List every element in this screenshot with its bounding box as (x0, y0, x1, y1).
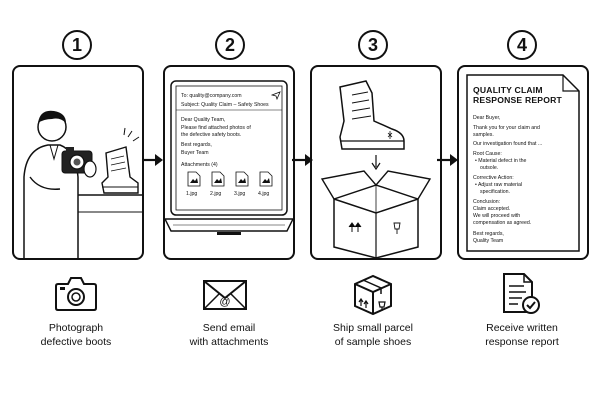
caption-step-1: Photograph defective boots (6, 321, 146, 349)
caption-line-1: Photograph (48, 322, 104, 334)
report-thanks-line-2: samples. (473, 132, 494, 138)
report-conclusion-line-3: compensation as agreed. (473, 220, 532, 226)
caption-line-1: Receive written (486, 322, 558, 334)
caption-step-2: Send email with attachments (159, 321, 299, 349)
envelope-icon: @ (203, 280, 247, 310)
report-title: QUALITY CLAIM RESPONSE REPORT (473, 85, 562, 105)
email-to: To: quality@company.com (181, 93, 242, 99)
svg-text:@: @ (219, 296, 230, 308)
step-number-2: 2 (215, 30, 245, 60)
caption-line-2: defective boots (40, 336, 112, 348)
report-conclusion-line-1: Claim accepted. (473, 206, 511, 212)
email-attachments-label: Attachments (4) (181, 162, 218, 168)
email-closing-line-2: Buyer Team (181, 150, 209, 156)
caption-line-2: with attachments (189, 336, 269, 348)
report-corrective-line-1: • Adjust raw material (475, 182, 523, 188)
attachment-name: 3.jpg (234, 191, 246, 197)
attachment-1[interactable]: 1.jpg (185, 171, 203, 201)
parcel-icon (354, 274, 392, 316)
email-greeting: Dear Quality Team, (181, 117, 226, 123)
report-root-cause-line-2: outsole. (480, 165, 499, 171)
image-file-icon (235, 171, 249, 187)
panel-report: QUALITY CLAIM RESPONSE REPORT Dear Buyer… (457, 65, 589, 260)
report-conclusion-line-2: We will proceed with (473, 213, 521, 219)
attachment-3[interactable]: 3.jpg (233, 171, 251, 201)
report-corrective-label: Corrective Action: (473, 175, 514, 181)
step-number-3: 3 (358, 30, 388, 60)
report-document-illustration (466, 74, 580, 252)
caption-line-2: of sample shoes (334, 336, 412, 348)
caption-step-3: Ship small parcel of sample shoes (303, 321, 443, 349)
panel-email: To: quality@company.com Subject: Quality… (163, 65, 295, 260)
caption-line-1: Send email (202, 322, 256, 334)
attachment-name: 2.jpg (210, 191, 222, 197)
report-conclusion-label: Conclusion: (473, 199, 501, 205)
image-file-icon (187, 171, 201, 187)
report-corrective-line-2: specification. (480, 189, 510, 195)
email-body-line-2: the defective safety boots. (181, 132, 242, 138)
image-file-icon (259, 171, 273, 187)
attachment-4[interactable]: 4.jpg (257, 171, 275, 201)
arrow-right-icon (292, 154, 313, 166)
report-investigation: Our investigation found that ... (473, 141, 543, 147)
report-closing-line-2: Quality Team (473, 238, 504, 244)
send-icon (271, 91, 281, 100)
camera-icon (55, 277, 97, 311)
report-root-cause-label: Root Cause: (473, 151, 502, 157)
attachment-name: 1.jpg (186, 191, 198, 197)
caption-line-1: Ship small parcel (333, 322, 413, 334)
caption-line-2: response report (485, 336, 559, 348)
image-file-icon (211, 171, 225, 187)
arrow-right-icon (437, 154, 458, 166)
attachment-name: 4.jpg (258, 191, 270, 197)
attachment-2[interactable]: 2.jpg (209, 171, 227, 201)
step-number-4: 4 (507, 30, 537, 60)
panel-ship (310, 65, 442, 260)
email-subject: Subject: Quality Claim – Safety Shoes (181, 102, 269, 108)
report-thanks-line-1: Thank you for your claim and (473, 125, 540, 131)
report-title-line-2: RESPONSE REPORT (473, 95, 562, 105)
report-closing-line-1: Best regards, (473, 231, 504, 237)
email-closing-line-1: Best regards, (181, 142, 212, 148)
photographer-illustration (23, 110, 142, 258)
boot-and-box-illustration (320, 80, 432, 258)
report-greeting: Dear Buyer, (473, 115, 501, 121)
arrow-right-icon (142, 154, 163, 166)
email-body-line-1: Please find attached photos of (181, 125, 251, 131)
step-number-1: 1 (62, 30, 92, 60)
report-root-cause-line-1: • Material defect in the (475, 158, 527, 164)
caption-step-4: Receive written response report (452, 321, 592, 349)
panel-photograph (12, 65, 144, 260)
report-check-icon (503, 273, 540, 314)
report-title-line-1: QUALITY CLAIM (473, 85, 543, 95)
